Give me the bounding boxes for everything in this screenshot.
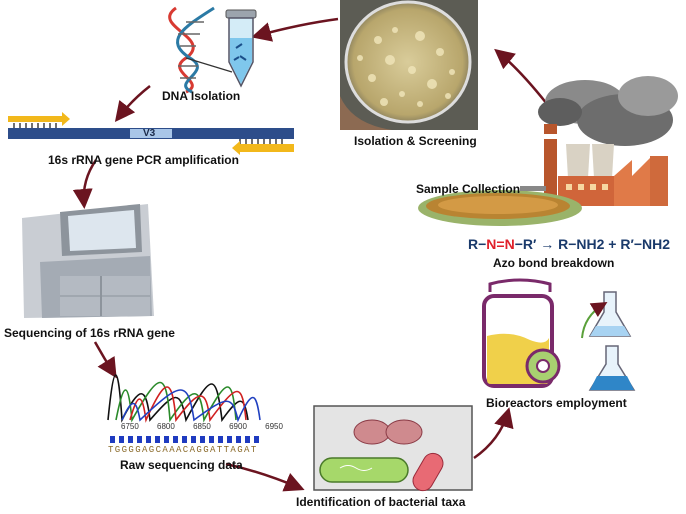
label-identification: Identification of bacterial taxa [296,495,466,509]
tick-label: 6950 [265,422,283,431]
base-sequence-text: TGGGGAGCAAACAGGATTAGAT [108,445,258,455]
label-dna-isolation: DNA Isolation [162,89,241,103]
bioreactor-icon [474,274,574,400]
formula-r1: R− [468,236,487,252]
dna-helix-icon [168,6,215,94]
azo-reaction-formula: R−N=N−R′ → R−NH2 + R′−NH2 [468,236,670,252]
chromatogram-ticks: 6750 6800 6850 6900 6950 [121,422,283,431]
label-azo-breakdown: Azo bond breakdown [493,256,615,270]
tube-icon [225,9,257,88]
flow-arrows [72,17,548,492]
formula-products: −R′ → R−NH2 + R′−NH2 [514,236,671,252]
label-sample-collection: Sample Collection [416,182,521,196]
label-isolation-screening: Isolation & Screening [354,134,477,148]
tick-label: 6800 [157,422,175,431]
arrow-factory-to-plate [494,48,548,105]
arrow-raw-to-identification [225,462,305,492]
flask-transition-arrow [581,301,608,339]
label-pcr-amplification: 16s rRNA gene PCR amplification [48,153,239,167]
flask-dark-icon [588,345,636,391]
arrow-sequencer-to-raw [93,341,117,379]
formula-azo-bond: N=N [486,236,515,252]
label-raw-sequencing-data: Raw sequencing data [120,458,243,472]
petri-dish-photo [340,0,478,130]
chromatogram-graphic [107,374,261,423]
label-v3-region: V3 [143,128,156,139]
tick-label: 6850 [193,422,211,431]
factory-icon [538,76,678,206]
pcr-amplification-graphic [8,112,294,155]
tick-label: 6750 [121,422,139,431]
base-call-bars [110,436,259,443]
arrow-plate-to-dna [251,17,339,42]
flask-light-icon [588,291,632,337]
sequencer-machine-icon [22,204,154,318]
arrow-dna-to-pcr [114,85,151,122]
label-bioreactors: Bioreactors employment [486,396,627,410]
bacteria-panel [313,405,473,492]
label-sequencing: Sequencing of 16s rRNA gene [4,326,175,340]
wastewater-pond-icon [418,186,582,226]
arrow-identification-to-bioreactor [473,407,514,460]
arrow-pcr-to-sequencer [72,159,98,209]
tick-label: 6900 [229,422,247,431]
